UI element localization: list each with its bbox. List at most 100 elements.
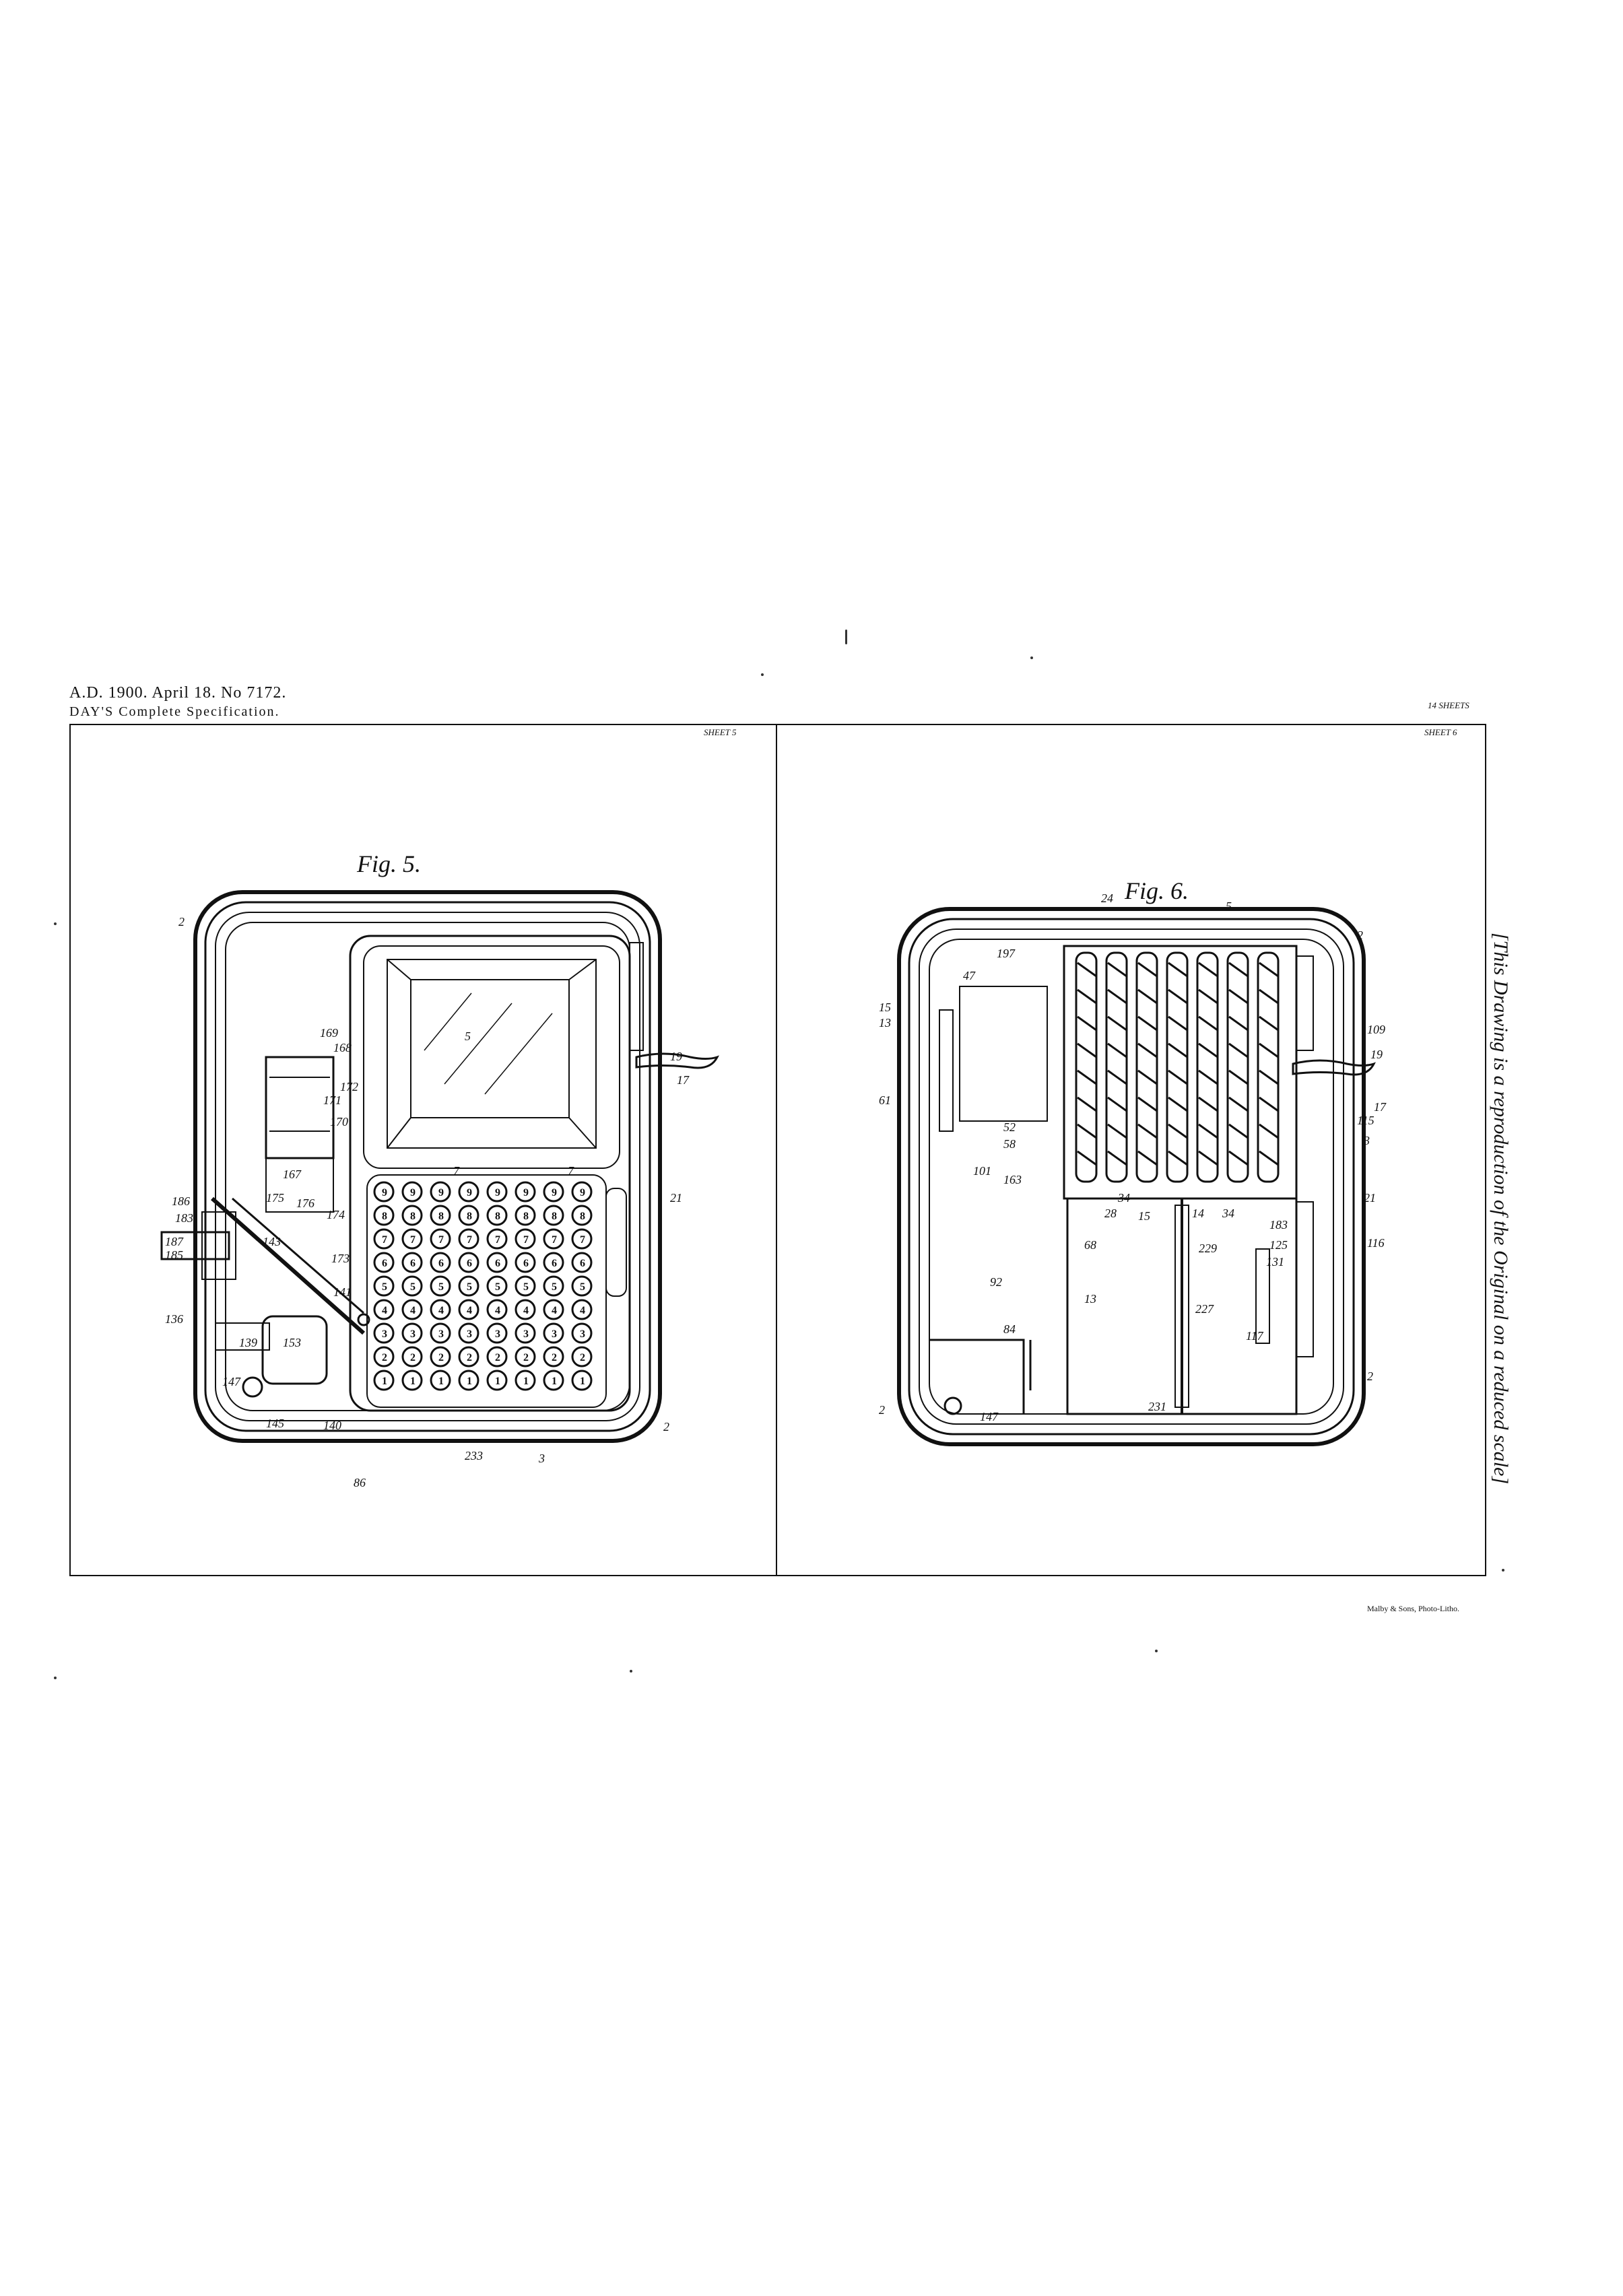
svg-text:1: 1 bbox=[523, 1376, 529, 1387]
svg-text:8: 8 bbox=[467, 1211, 472, 1222]
svg-text:2: 2 bbox=[523, 1352, 529, 1363]
svg-text:5: 5 bbox=[523, 1281, 529, 1293]
figure-5-title: Fig. 5. bbox=[356, 850, 421, 877]
svg-text:140: 140 bbox=[323, 1419, 341, 1432]
svg-text:7: 7 bbox=[580, 1234, 585, 1246]
svg-text:7: 7 bbox=[453, 1164, 460, 1178]
svg-text:125: 125 bbox=[1269, 1238, 1288, 1252]
drawing-frame bbox=[69, 724, 1486, 1576]
svg-text:176: 176 bbox=[296, 1196, 314, 1210]
svg-text:8: 8 bbox=[438, 1211, 444, 1222]
svg-text:1: 1 bbox=[467, 1376, 472, 1387]
svg-text:3: 3 bbox=[410, 1328, 416, 1340]
svg-text:8: 8 bbox=[495, 1211, 500, 1222]
svg-text:3: 3 bbox=[1363, 1134, 1370, 1147]
svg-text:13: 13 bbox=[1084, 1292, 1096, 1306]
svg-text:5: 5 bbox=[495, 1281, 500, 1293]
svg-text:171: 171 bbox=[323, 1093, 341, 1107]
svg-text:143: 143 bbox=[263, 1235, 281, 1248]
svg-text:2: 2 bbox=[580, 1352, 585, 1363]
svg-text:4: 4 bbox=[523, 1305, 529, 1316]
svg-text:1: 1 bbox=[410, 1376, 416, 1387]
svg-text:7: 7 bbox=[523, 1234, 529, 1246]
svg-text:4: 4 bbox=[552, 1305, 557, 1316]
svg-text:167: 167 bbox=[283, 1168, 302, 1181]
svg-text:6: 6 bbox=[410, 1258, 416, 1269]
svg-text:4: 4 bbox=[467, 1305, 472, 1316]
svg-text:6: 6 bbox=[580, 1258, 585, 1269]
svg-text:2: 2 bbox=[410, 1352, 416, 1363]
svg-text:170: 170 bbox=[330, 1115, 348, 1128]
svg-text:4: 4 bbox=[410, 1305, 416, 1316]
svg-text:141: 141 bbox=[333, 1285, 352, 1299]
header-line-2: DAY'S Complete Specification. bbox=[69, 704, 280, 719]
svg-text:131: 131 bbox=[1266, 1255, 1284, 1269]
sheet-count-label: 14 SHEETS bbox=[1428, 700, 1469, 710]
svg-text:136: 136 bbox=[165, 1312, 183, 1326]
svg-text:8: 8 bbox=[552, 1211, 557, 1222]
svg-text:17: 17 bbox=[1374, 1100, 1387, 1114]
svg-text:3: 3 bbox=[538, 1452, 545, 1465]
svg-text:5: 5 bbox=[438, 1281, 444, 1293]
svg-text:34: 34 bbox=[1222, 1207, 1234, 1220]
sheet-label-left: SHEET 5 bbox=[704, 727, 737, 737]
svg-text:139: 139 bbox=[239, 1336, 257, 1349]
svg-text:5: 5 bbox=[465, 1029, 471, 1043]
svg-text:8: 8 bbox=[410, 1211, 416, 1222]
svg-text:8: 8 bbox=[580, 1211, 585, 1222]
svg-text:173: 173 bbox=[331, 1252, 350, 1265]
svg-text:4: 4 bbox=[382, 1305, 387, 1316]
svg-text:86: 86 bbox=[354, 1476, 366, 1489]
svg-text:168: 168 bbox=[333, 1041, 352, 1054]
sheet-label-right: SHEET 6 bbox=[1424, 727, 1457, 737]
svg-text:3: 3 bbox=[580, 1328, 585, 1340]
svg-text:3: 3 bbox=[382, 1328, 387, 1340]
svg-text:28: 28 bbox=[1104, 1207, 1117, 1220]
svg-text:7: 7 bbox=[568, 1164, 574, 1178]
svg-text:15: 15 bbox=[879, 1001, 891, 1014]
svg-text:1: 1 bbox=[382, 1376, 387, 1387]
svg-text:92: 92 bbox=[990, 1275, 1002, 1289]
svg-text:7: 7 bbox=[495, 1234, 500, 1246]
svg-text:8: 8 bbox=[523, 1211, 529, 1222]
svg-text:6: 6 bbox=[523, 1258, 529, 1269]
svg-text:6: 6 bbox=[382, 1258, 387, 1269]
svg-text:5: 5 bbox=[410, 1281, 416, 1293]
svg-text:9: 9 bbox=[438, 1187, 444, 1198]
svg-text:101: 101 bbox=[973, 1164, 991, 1178]
svg-text:4: 4 bbox=[495, 1305, 500, 1316]
svg-text:174: 174 bbox=[327, 1208, 345, 1221]
figure-6-title: Fig. 6. bbox=[1124, 877, 1189, 904]
svg-text:7: 7 bbox=[382, 1234, 387, 1246]
svg-text:52: 52 bbox=[1003, 1120, 1016, 1134]
svg-text:187: 187 bbox=[165, 1235, 184, 1248]
svg-text:117: 117 bbox=[1246, 1329, 1264, 1343]
svg-text:4: 4 bbox=[580, 1305, 585, 1316]
svg-text:3: 3 bbox=[523, 1328, 529, 1340]
speck bbox=[845, 630, 847, 644]
svg-text:2: 2 bbox=[495, 1352, 500, 1363]
svg-text:183: 183 bbox=[175, 1211, 193, 1225]
svg-text:2: 2 bbox=[552, 1352, 557, 1363]
speck bbox=[761, 673, 764, 676]
speck bbox=[630, 1670, 632, 1673]
svg-text:229: 229 bbox=[1199, 1242, 1217, 1255]
svg-text:6: 6 bbox=[552, 1258, 557, 1269]
svg-text:175: 175 bbox=[266, 1191, 284, 1205]
svg-text:1: 1 bbox=[438, 1376, 444, 1387]
figure-6-spirals bbox=[1075, 951, 1280, 1183]
svg-text:5: 5 bbox=[382, 1281, 387, 1293]
svg-text:14: 14 bbox=[1192, 1207, 1204, 1220]
svg-text:8: 8 bbox=[382, 1211, 387, 1222]
svg-text:47: 47 bbox=[963, 969, 976, 982]
svg-text:5: 5 bbox=[1226, 900, 1232, 913]
svg-text:197: 197 bbox=[997, 947, 1016, 960]
svg-text:6: 6 bbox=[495, 1258, 500, 1269]
svg-text:2: 2 bbox=[178, 915, 185, 928]
figure-5-callouts: 2 169 168 5 19 17 172 171 170 167 175 17… bbox=[165, 915, 690, 1489]
svg-text:7: 7 bbox=[467, 1234, 472, 1246]
svg-text:172: 172 bbox=[340, 1080, 358, 1093]
svg-text:21: 21 bbox=[670, 1191, 682, 1205]
svg-text:1: 1 bbox=[495, 1376, 500, 1387]
